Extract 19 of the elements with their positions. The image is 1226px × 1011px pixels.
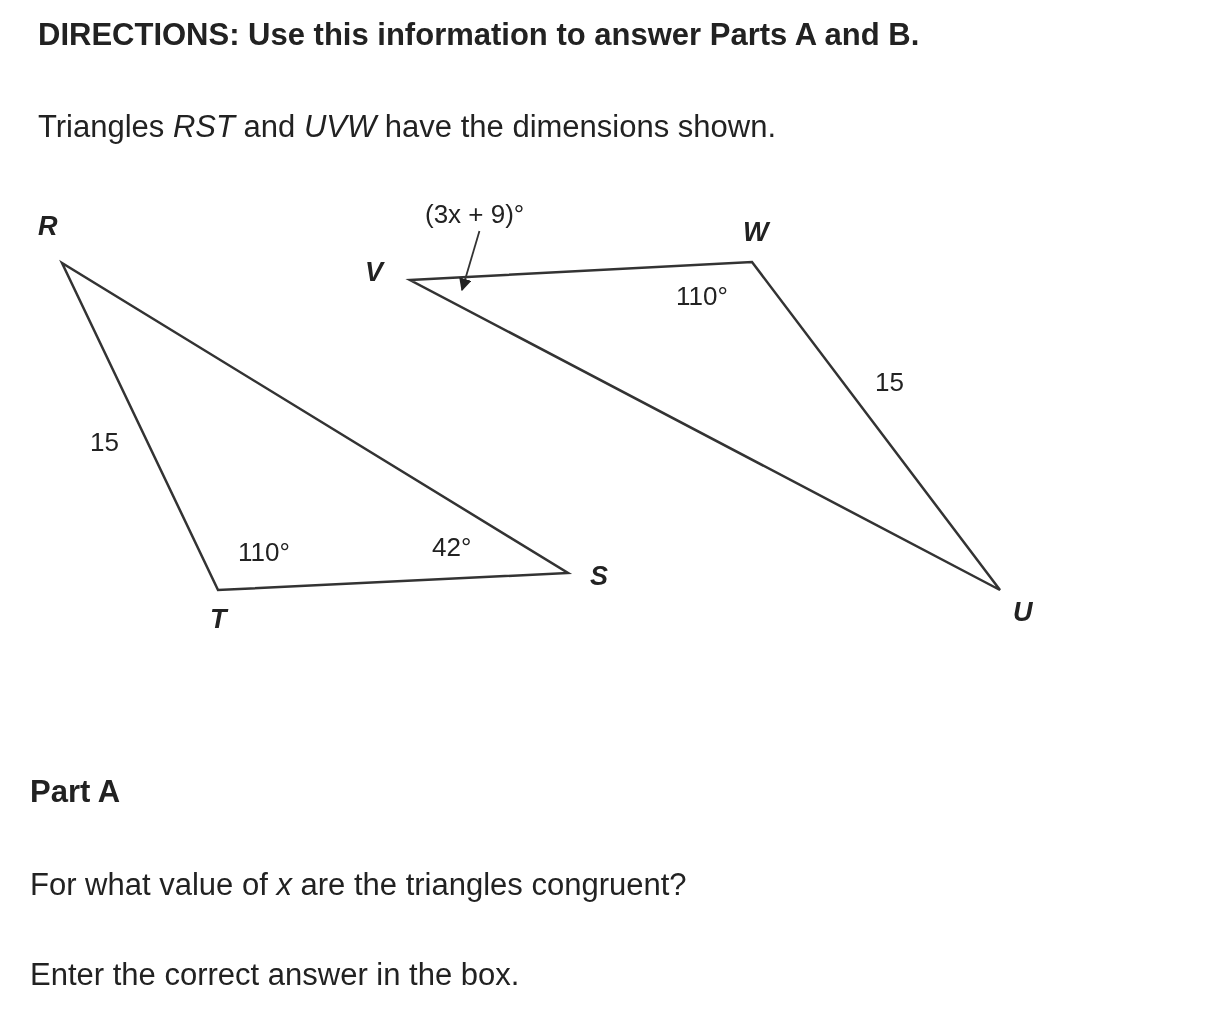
angle-label: (3x + 9)° [425,200,525,229]
directions-heading: DIRECTIONS: Use this information to answer Parts A and B. [38,18,920,53]
angle-label: 110° [238,538,290,567]
side-length-label: 15 [875,368,904,397]
instruction-text: Enter the correct answer in the box. [30,958,520,993]
triangle [405,260,1002,592]
question-text: For what value of x are the triangles congruent? [30,868,687,903]
angle-label: 42° [432,533,472,562]
intro-sentence: Triangles RST and UVW have the dimensions shown. [38,110,777,145]
leader-line [459,230,481,292]
vertex-label: T [210,605,227,635]
angle-label: 110° [676,282,728,311]
vertex-label: V [365,258,383,288]
vertex-label: U [1013,598,1033,628]
vertex-label: W [743,218,769,248]
vertex-label: R [38,212,58,242]
side-length-label: 15 [90,428,119,457]
part-heading: Part A [30,775,121,810]
vertex-label: S [590,562,608,592]
